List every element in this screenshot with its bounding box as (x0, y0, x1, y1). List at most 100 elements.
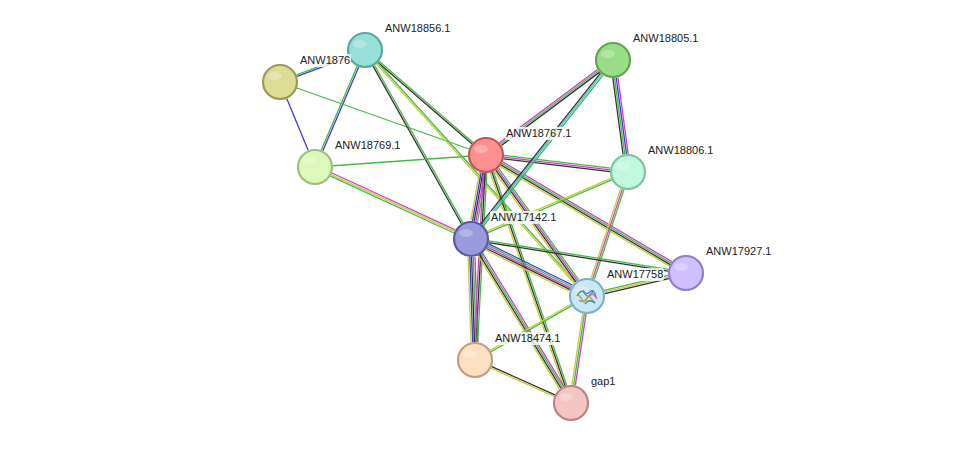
protein-node: gap1 (553, 385, 589, 421)
evidence-line (574, 314, 585, 385)
protein-node: ANW18474.1 (457, 342, 493, 378)
interaction-edge (491, 367, 555, 397)
interaction-edge (504, 155, 611, 171)
evidence-line (489, 244, 573, 285)
protein-structure (578, 294, 595, 303)
evidence-line (378, 62, 472, 143)
evidence-line (572, 314, 583, 385)
node-circle (570, 279, 604, 313)
protein-node: ANW17927.1 (668, 255, 704, 291)
node-shine (353, 40, 367, 48)
node-label: ANW1876 (299, 54, 351, 67)
evidence-line (488, 180, 612, 233)
evidence-line (500, 71, 598, 144)
node-label: ANW18856.1 (384, 22, 451, 35)
node-circle (553, 385, 589, 421)
node-shine (601, 50, 615, 58)
interaction-edge (591, 189, 624, 280)
node-circle (458, 343, 492, 377)
node-circle (453, 221, 489, 257)
evidence-line (491, 306, 572, 352)
evidence-line (497, 169, 577, 281)
node-label: ANW17758 (606, 268, 664, 281)
node-shine (268, 72, 282, 80)
node-circle (262, 64, 298, 100)
evidence-line (472, 172, 481, 221)
evidence-line (492, 367, 555, 395)
node-label: ANW18474.1 (494, 332, 561, 345)
node-circle (298, 150, 332, 184)
node-shine (459, 229, 473, 237)
node-circle (469, 138, 503, 172)
interaction-edge (287, 99, 308, 151)
interaction-edge (494, 168, 578, 283)
protein-node: ANW18856.1 (347, 32, 383, 68)
evidence-line (613, 78, 623, 154)
protein-node: ANW18806.1 (610, 154, 646, 190)
node-circle (297, 149, 333, 185)
evidence-line (321, 66, 357, 150)
node-circle (263, 65, 297, 99)
protein-structure (585, 301, 595, 304)
node-shine (474, 145, 488, 153)
node-label: gap1 (590, 375, 616, 388)
interaction-edge (487, 178, 612, 232)
evidence-line (331, 176, 454, 233)
evidence-line (591, 189, 621, 279)
node-circle (596, 43, 630, 77)
interaction-edge (490, 304, 572, 352)
protein-node: ANW18805.1 (595, 42, 631, 78)
interaction-edge (468, 257, 478, 342)
node-circle (611, 155, 645, 189)
evidence-line (487, 178, 611, 231)
node-shine (303, 157, 317, 165)
evidence-line (501, 72, 599, 145)
evidence-line (499, 69, 597, 142)
node-shine (575, 286, 589, 294)
evidence-line (332, 173, 455, 230)
interaction-edge (333, 156, 468, 165)
protein-node: ANW17758 (569, 278, 605, 314)
evidence-line (483, 253, 564, 386)
evidence-line (593, 189, 623, 279)
node-label: ANW18769.1 (334, 139, 401, 152)
evidence-line (491, 368, 554, 396)
node-circle (668, 255, 704, 291)
interaction-edge (499, 69, 599, 145)
node-shine (616, 162, 630, 170)
evidence-line (504, 155, 610, 168)
protein-node: ANW18769.1 (297, 149, 333, 185)
node-circle (610, 154, 646, 190)
node-label: ANW17927.1 (705, 245, 772, 258)
interaction-edge (613, 78, 628, 155)
protein-node: ANW1876 (262, 64, 298, 100)
node-circle (347, 32, 383, 68)
node-label: ANW18806.1 (647, 144, 714, 157)
evidence-line (468, 257, 471, 342)
protein-node: ANW18767.1 (468, 137, 504, 173)
node-circle (569, 278, 605, 314)
evidence-line (378, 63, 576, 282)
evidence-line (615, 78, 625, 154)
evidence-line (490, 304, 571, 350)
node-circle (457, 342, 493, 378)
interaction-edge (331, 173, 456, 233)
node-shine (559, 393, 573, 401)
evidence-line (471, 172, 480, 221)
node-label: ANW18767.1 (505, 127, 572, 140)
node-circle (669, 256, 703, 290)
node-label: ANW17142.1 (490, 211, 557, 224)
node-label: ANW18805.1 (632, 32, 699, 45)
node-shine (463, 350, 477, 358)
node-circle (348, 33, 382, 67)
interaction-edge (486, 244, 573, 291)
evidence-line (331, 175, 454, 232)
node-circle (468, 137, 504, 173)
interaction-edge (489, 241, 669, 271)
node-shine (674, 263, 688, 271)
evidence-line (333, 156, 468, 165)
evidence-line (488, 245, 572, 286)
protein-node: ANW17142.1 (453, 221, 489, 257)
interaction-edge (572, 314, 586, 386)
evidence-line (504, 159, 610, 172)
